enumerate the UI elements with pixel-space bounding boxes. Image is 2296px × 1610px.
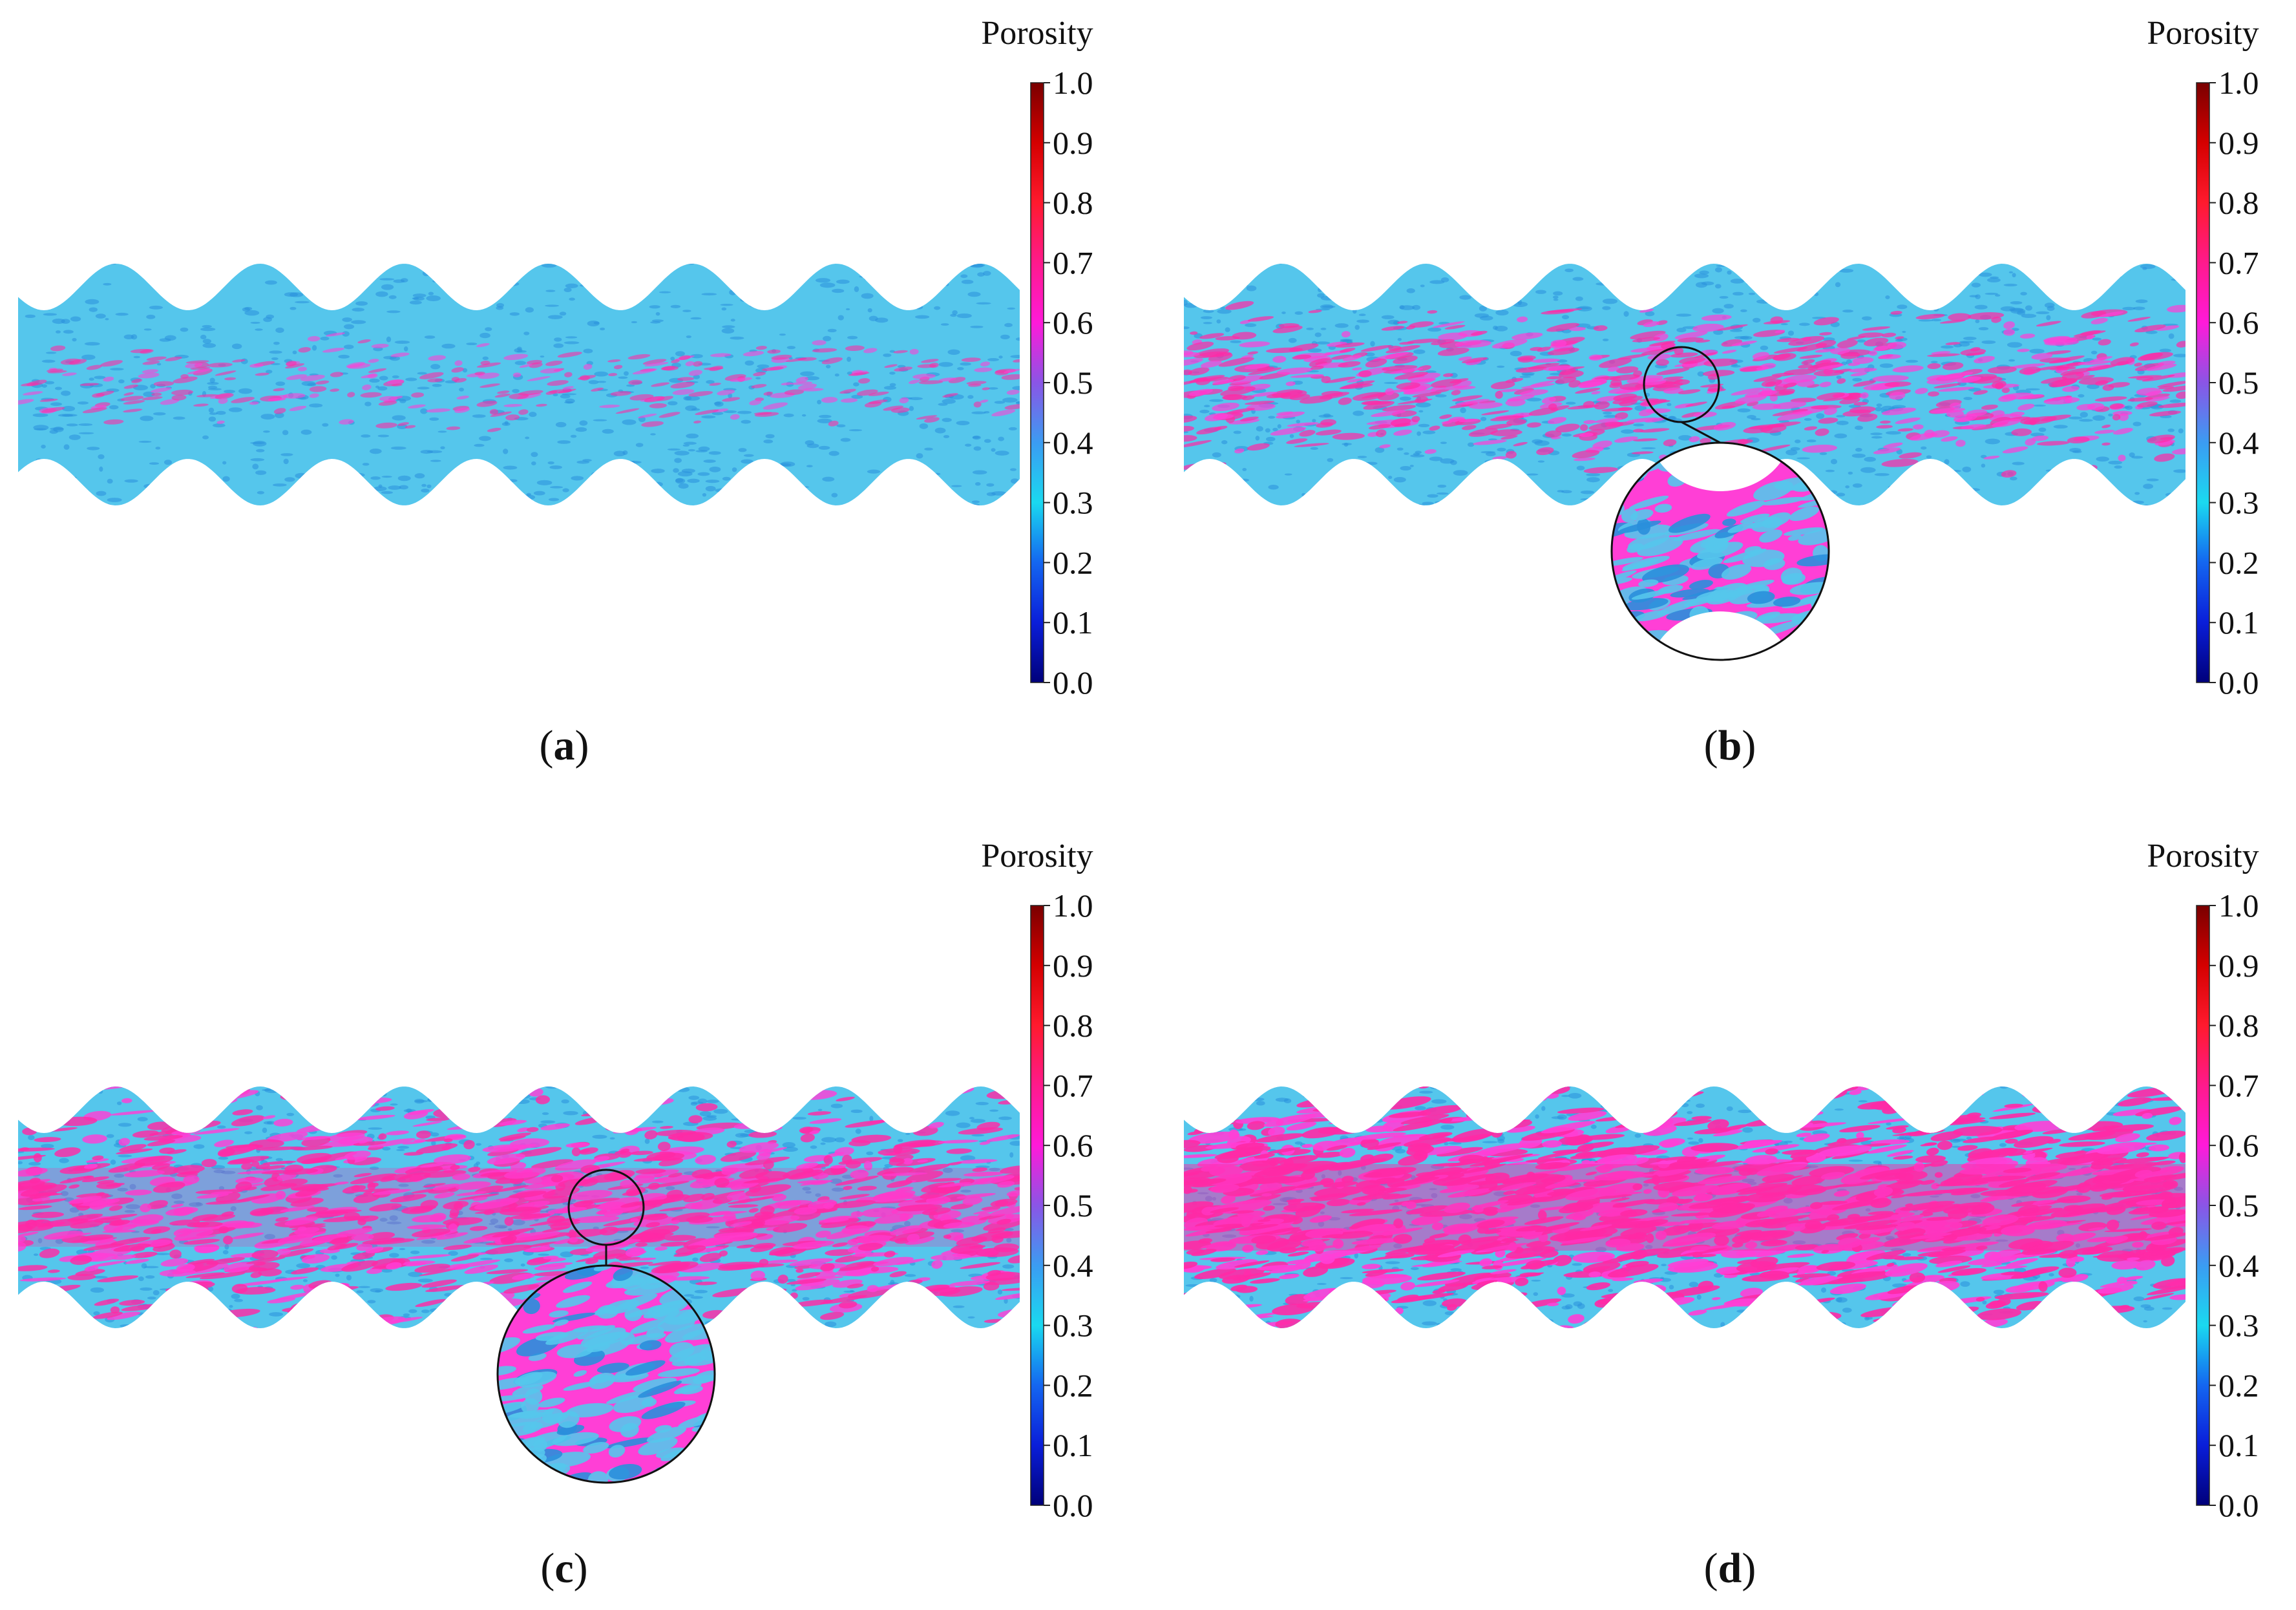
- colorbar-tick-label: 0.6: [2218, 1127, 2259, 1163]
- colorbar-tick-label: 0.5: [2218, 1187, 2259, 1223]
- colorbar-tick-label: 0.7: [2218, 244, 2259, 281]
- colorbar-tick-label: 0.5: [1053, 1187, 1093, 1223]
- panel-caption-b: (b): [1704, 722, 1756, 769]
- colorbar-tick-label: 0.0: [1053, 1487, 1093, 1523]
- colorbar-tick-label: 0.7: [1053, 1067, 1093, 1103]
- porosity-field-a: [18, 264, 1020, 505]
- colorbar-tick-label: 0.8: [1053, 185, 1093, 221]
- colorbar-tick-label: 0.0: [2218, 1487, 2259, 1523]
- colorbar-tick-label: 0.9: [1053, 125, 1093, 161]
- colorbar-a: Porosity 1.0 0.9 0.8 0.7 0.6 0.5 0.4 0.3 0.2 0.1 0.…: [981, 15, 1093, 701]
- colorbar-tick-label: 0.5: [1053, 365, 1093, 401]
- colorbar-tick-label: 0.3: [1053, 485, 1093, 521]
- colorbar-title: Porosity: [981, 15, 1093, 52]
- colorbar-tick-label: 0.0: [1053, 664, 1093, 701]
- colorbar-tick-label: 0.8: [2218, 1008, 2259, 1044]
- colorbar-tick-label: 0.0: [2218, 664, 2259, 701]
- colorbar-tick-label: 1.0: [2218, 887, 2259, 924]
- colorbar-tick-label: 1.0: [2218, 65, 2259, 101]
- panel-c: Porosity 1.0 0.9 0.8 0.7 0.6 0.5 0.4 0.3 0.2 0.1 0.…: [18, 838, 1093, 1592]
- colorbar-tick-label: 0.7: [2218, 1067, 2259, 1103]
- colorbar-tick-label: 0.6: [1053, 304, 1093, 341]
- colorbar-tick-label: 0.4: [1053, 425, 1093, 461]
- colorbar-tick-label: 0.1: [2218, 1427, 2259, 1463]
- colorbar-tick-label: 0.2: [1053, 1367, 1093, 1403]
- colorbar-tick-label: 0.9: [2218, 948, 2259, 984]
- colorbar-tick-label: 0.3: [2218, 1308, 2259, 1344]
- panel-b: Porosity 1.0 0.9 0.8 0.7 0.6 0.5 0.4 0.3 0.2 0.1 0.…: [1184, 15, 2259, 769]
- colorbar-tick-label: 0.4: [2218, 1247, 2259, 1284]
- colorbar-tick-label: 0.2: [1053, 544, 1093, 580]
- colorbar-tick-label: 0.1: [1053, 604, 1093, 641]
- colorbar-c: Porosity 1.0 0.9 0.8 0.7 0.6 0.5 0.4 0.3 0.2 0.1 0.…: [981, 838, 1093, 1523]
- colorbar-tick-label: 0.9: [1053, 948, 1093, 984]
- panel-caption-d: (d): [1704, 1545, 1756, 1592]
- porosity-field-c: [18, 1086, 1020, 1328]
- colorbar-tick-label: 0.6: [2218, 304, 2259, 341]
- colorbar-tick-label: 0.3: [1053, 1308, 1093, 1344]
- colorbar-tick-label: 0.1: [1053, 1427, 1093, 1463]
- colorbar-tick-label: 1.0: [1053, 887, 1093, 924]
- colorbar-tick-label: 0.1: [2218, 604, 2259, 641]
- colorbar-tick-label: 0.2: [2218, 1367, 2259, 1403]
- colorbar-tick-label: 0.3: [2218, 485, 2259, 521]
- colorbar-b: Porosity 1.0 0.9 0.8 0.7 0.6 0.5 0.4 0.3 0.2 0.1 0.…: [2147, 15, 2259, 701]
- colorbar-tick-label: 0.8: [2218, 185, 2259, 221]
- colorbar-tick-label: 0.5: [2218, 365, 2259, 401]
- porosity-field-d: [1184, 1086, 2185, 1328]
- panel-a: Porosity 1.0 0.9 0.8 0.7 0.6 0.5 0.4 0.3 0.2 0.1 0.…: [18, 15, 1093, 769]
- colorbar-title: Porosity: [2147, 15, 2259, 52]
- panel-caption-a: (a): [540, 722, 589, 769]
- colorbar-tick-label: 0.8: [1053, 1008, 1093, 1044]
- colorbar-title: Porosity: [2147, 838, 2259, 874]
- panel-d: Porosity 1.0 0.9 0.8 0.7 0.6 0.5 0.4 0.3 0.2 0.1 0.…: [1184, 838, 2259, 1592]
- colorbar-d: Porosity 1.0 0.9 0.8 0.7 0.6 0.5 0.4 0.3 0.2 0.1 0.…: [2147, 838, 2259, 1523]
- colorbar-tick-label: 0.2: [2218, 544, 2259, 580]
- colorbar-tick-label: 1.0: [1053, 65, 1093, 101]
- colorbar-tick-label: 0.4: [1053, 1247, 1093, 1284]
- colorbar-tick-label: 0.6: [1053, 1127, 1093, 1163]
- panel-caption-c: (c): [540, 1545, 587, 1592]
- colorbar-tick-label: 0.7: [1053, 244, 1093, 281]
- colorbar-tick-label: 0.9: [2218, 125, 2259, 161]
- colorbar-title: Porosity: [981, 838, 1093, 874]
- colorbar-tick-label: 0.4: [2218, 425, 2259, 461]
